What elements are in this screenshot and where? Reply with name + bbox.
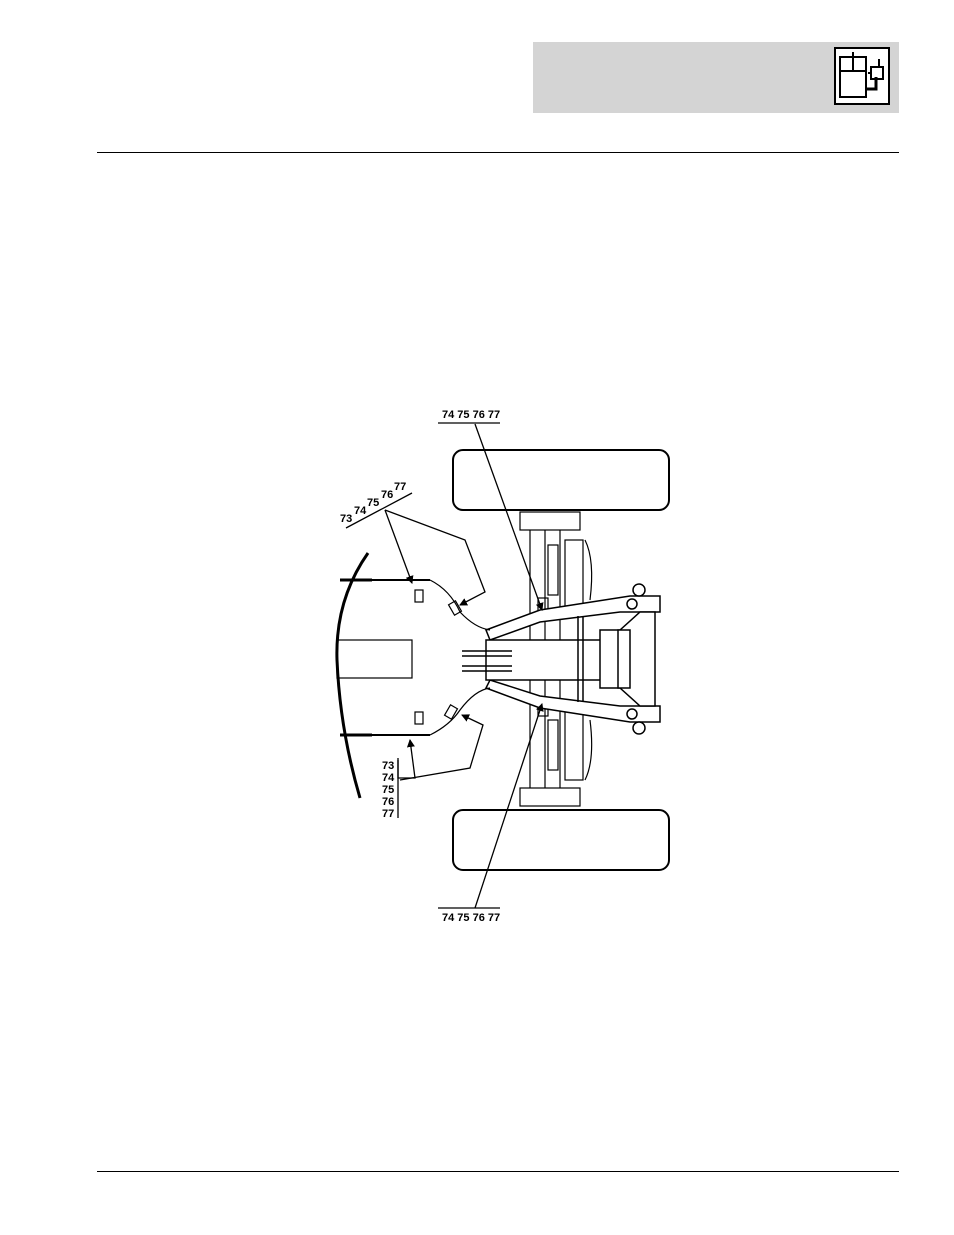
hydraulic-tank-icon: [834, 47, 890, 105]
callout-bottom-right: 74 75 76 77: [442, 912, 500, 924]
callout-number: 73: [382, 760, 394, 772]
callout-number: 77: [382, 808, 394, 820]
footer-rule: [97, 1171, 899, 1172]
callout-lower-left: 73 74 75 76 77: [382, 760, 395, 820]
axle-hose-diagram: 74 75 76 77 74 75 76 77 73 74 75 76 77 7…: [320, 395, 700, 935]
callout-number: 75: [382, 784, 394, 796]
front-wheel-bottom: [453, 810, 669, 870]
callout-number: 74: [354, 505, 367, 517]
rear-frame: [462, 584, 660, 734]
front-wheel-top: [453, 450, 669, 510]
callout-number: 75: [367, 497, 379, 509]
callout-number: 76: [381, 489, 393, 501]
header-rule: [97, 152, 899, 153]
callout-number: 74: [382, 772, 395, 784]
callout-number: 73: [340, 513, 352, 525]
callout-upper-left: 73 74 75 76 77: [340, 481, 406, 525]
callout-top-right: 74 75 76 77: [442, 409, 500, 421]
callout-number: 76: [382, 796, 394, 808]
callout-number: 77: [394, 481, 406, 493]
